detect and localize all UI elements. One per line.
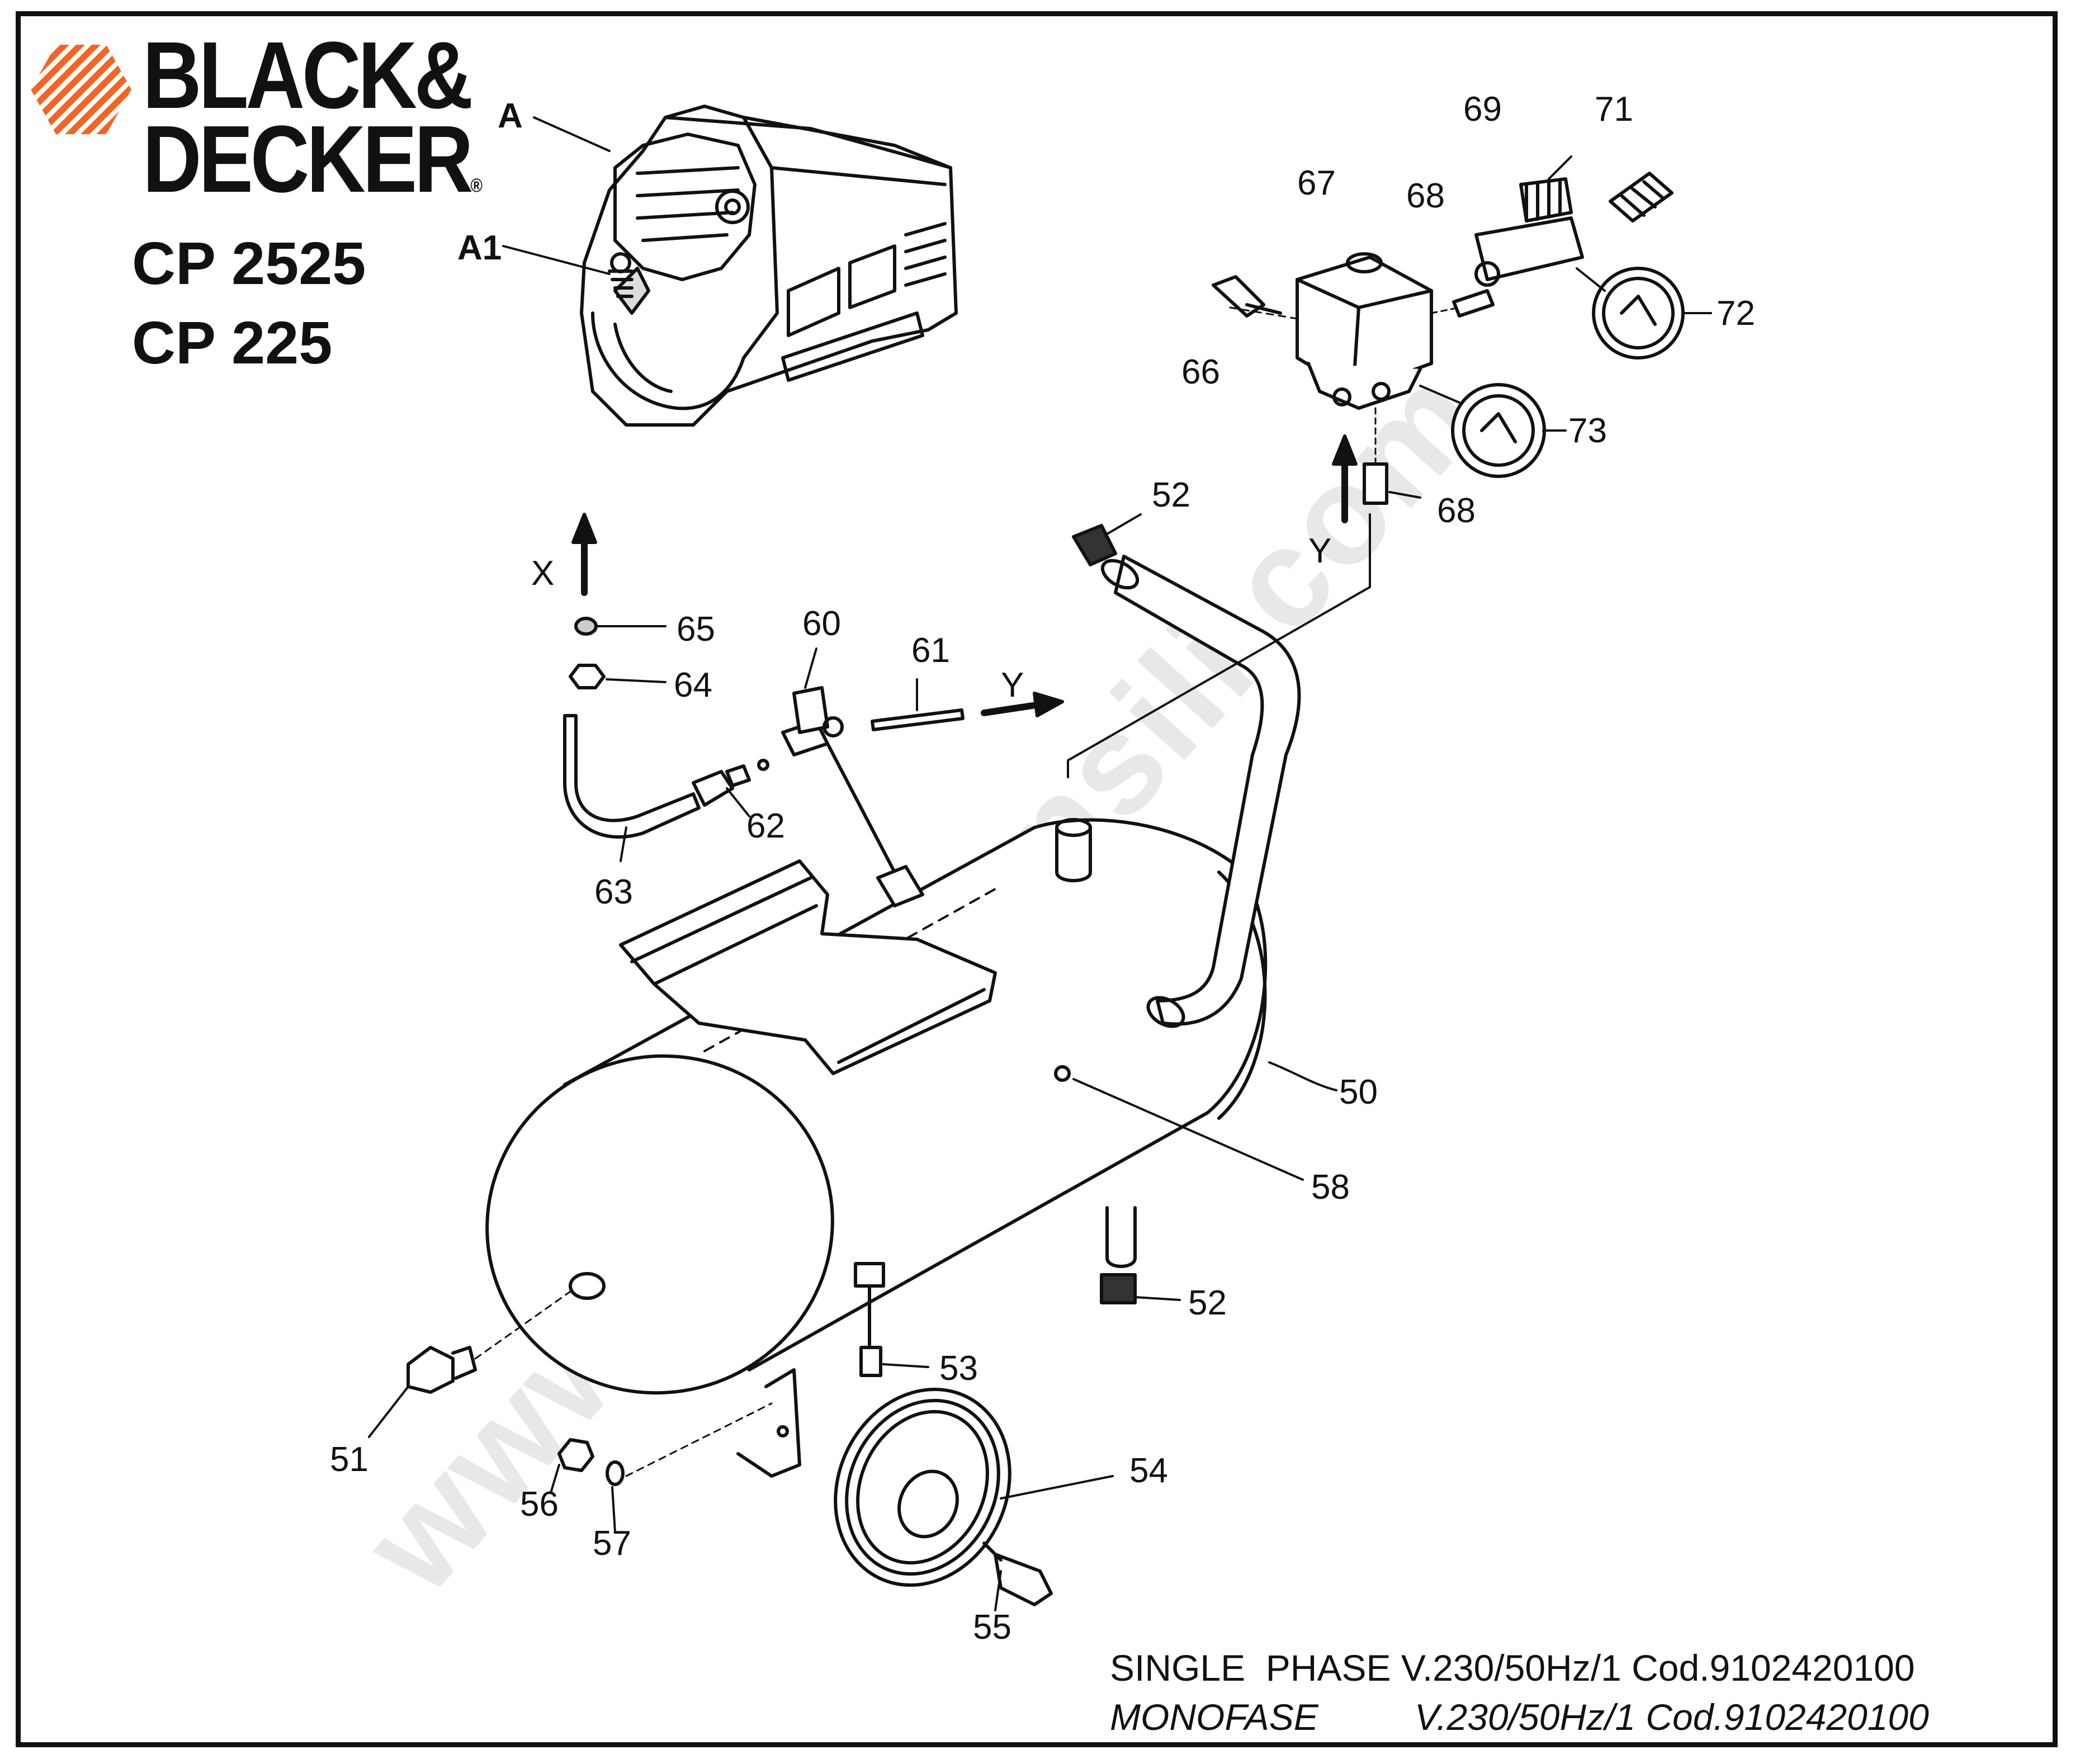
callout-52-bottom: 52: [1188, 1284, 1227, 1322]
logo-stripe: [31, 45, 75, 134]
callout-Y-mid: Y: [1001, 666, 1024, 704]
callout-63: 63: [594, 873, 633, 911]
footer-line-1: SINGLE PHASE V.230/50Hz/1 Cod.9102420100: [1110, 1647, 1915, 1689]
callout-53: 53: [939, 1349, 978, 1388]
callout-A1: A1: [457, 229, 502, 267]
leader-58: [1072, 1078, 1304, 1181]
cap-52-bottom: [1100, 1273, 1137, 1304]
leader-52-top: [1106, 513, 1142, 535]
air-tank: [485, 818, 1268, 1478]
callout-66: 66: [1181, 353, 1220, 391]
pressure-switch: [1296, 252, 1433, 410]
callout-56: 56: [520, 1485, 559, 1524]
callout-69: 69: [1463, 90, 1502, 129]
brand-line-2: DECKER®: [143, 112, 483, 228]
brand-wordmark: BLACK& DECKER®: [143, 28, 483, 228]
delivery-pipe: [1072, 524, 1301, 1028]
footer-line-1-spec: V.230/50Hz/1 Cod.9102420100: [1401, 1647, 1915, 1689]
callout-Y-top: Y: [1308, 532, 1332, 570]
safety-valve-53: [854, 1262, 885, 1377]
footer-line-1-label: SINGLE PHASE: [1110, 1647, 1391, 1689]
nut-64: [569, 664, 606, 689]
callout-61: 61: [911, 631, 950, 670]
callout-64: 64: [674, 666, 712, 704]
rod-61: [871, 708, 965, 731]
tube-63: [563, 714, 701, 839]
arrow-Y-right: [981, 701, 1043, 716]
logo-stripe: [59, 45, 131, 134]
leader-A1: [502, 245, 611, 275]
callout-52-top: 52: [1152, 476, 1190, 514]
callout-58: 58: [1311, 1168, 1350, 1207]
logo-stripe: [31, 45, 106, 134]
regulator-69: [1474, 177, 1584, 287]
wheel-54: [834, 1387, 1011, 1587]
callout-68-top: 68: [1406, 177, 1445, 215]
callout-73: 73: [1568, 412, 1607, 450]
registered-mark: ®: [470, 175, 483, 196]
leader-66: [1229, 306, 1298, 320]
model-cp225: CP 225: [132, 309, 333, 376]
nut-56: [557, 1438, 594, 1472]
nut-65: [574, 617, 598, 636]
callout-67: 67: [1297, 164, 1336, 202]
fitting-62: [692, 759, 769, 807]
leader-50: [1268, 1061, 1337, 1091]
footer-line-2: MONOFASE V.230/50Hz/1 Cod.9102420100: [1110, 1696, 1929, 1738]
gauge-73: [1451, 383, 1546, 478]
logo-stripe: [31, 45, 131, 134]
callout-57: 57: [593, 1524, 631, 1563]
callout-62: 62: [746, 807, 785, 845]
callout-50: 50: [1339, 1073, 1378, 1112]
footer-line-2-spec: V.230/50Hz/1 Cod.9102420100: [1415, 1696, 1929, 1738]
callout-60: 60: [802, 604, 841, 643]
callout-71: 71: [1595, 90, 1633, 129]
connection-line-Y: [1067, 513, 1371, 778]
callout-51: 51: [330, 1440, 368, 1479]
model-cp2525: CP 2525: [132, 229, 366, 297]
gauge-72: [1592, 267, 1685, 360]
bolt-55: [982, 1541, 1053, 1606]
nipple-68-bottom: [1363, 462, 1388, 505]
valve-60: [781, 686, 924, 907]
callout-55: 55: [973, 1608, 1011, 1647]
callout-X: X: [531, 554, 555, 593]
washer-57: [606, 1460, 625, 1486]
callout-A: A: [498, 97, 523, 135]
callout-72: 72: [1717, 294, 1755, 333]
logo-hexagon-icon: [31, 45, 131, 134]
callout-65: 65: [677, 610, 715, 649]
logo-stripe: [75, 45, 131, 134]
callout-54: 54: [1129, 1451, 1168, 1490]
plug-51: [406, 1346, 477, 1394]
brand-line-2-text: DECKER: [143, 106, 474, 212]
footer-line-2-label: MONOFASE: [1110, 1696, 1318, 1738]
leader-A: [533, 116, 611, 152]
nipple-68-top: [1452, 289, 1495, 318]
callout-68-bottom: 68: [1437, 491, 1476, 530]
compressor-head: [580, 105, 958, 427]
brand-line-1: BLACK&: [143, 22, 473, 129]
logo-stripe: [31, 45, 91, 134]
fitting-71: [1609, 172, 1674, 223]
fitting-66: [1212, 275, 1282, 318]
